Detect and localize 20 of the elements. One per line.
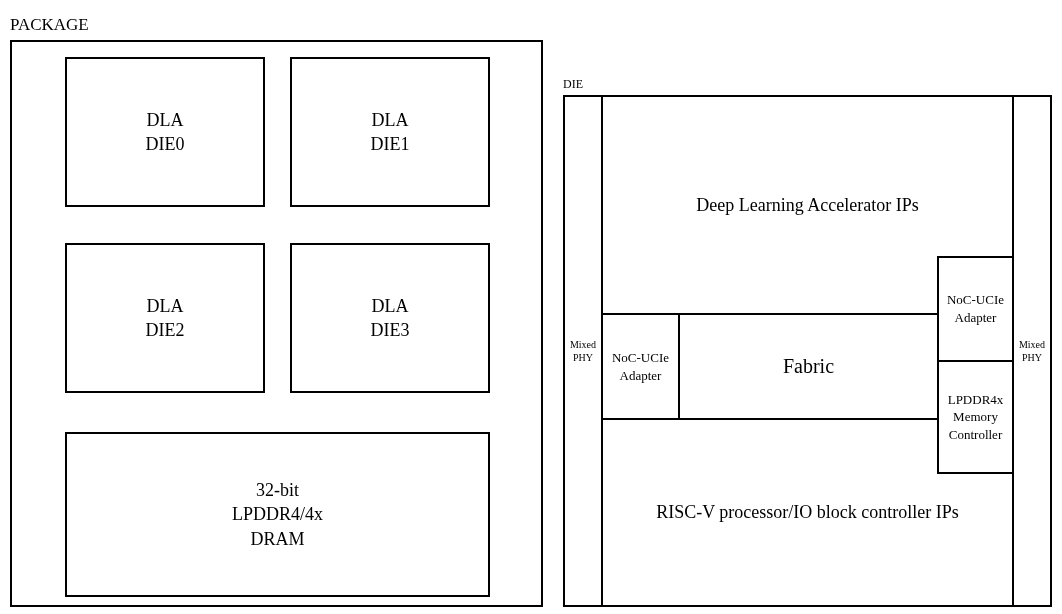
block-label: DLA DIE2: [144, 294, 186, 342]
block-label: NoC-UCIe Adapter: [945, 291, 1005, 327]
memory-block: [65, 432, 490, 597]
box-heading: PACKAGE: [10, 15, 89, 36]
block-label: NoC-UCIe Adapter: [610, 348, 670, 385]
box-heading: DIE: [563, 76, 583, 92]
block-label: RISC-V processor/IO block controller IPs: [656, 501, 959, 525]
block-label: DLA DIE0: [144, 108, 186, 156]
die-block: [290, 243, 490, 393]
die-block: [290, 57, 490, 207]
die-block: [65, 243, 265, 393]
block-label: 32-bit LPDDR4/4x DRAM: [231, 479, 324, 551]
block-label: DLA DIE3: [369, 294, 411, 342]
die-block: [65, 57, 265, 207]
block-label: DLA DIE1: [369, 108, 411, 156]
block-label: Mixed PHY: [1017, 337, 1047, 365]
block-label: LPDDR4x Memory Controller: [946, 390, 1005, 444]
block-label: Deep Learning Accelerator IPs: [696, 193, 919, 217]
block-label: Mixed PHY: [568, 337, 598, 365]
block-label: Fabric: [782, 354, 835, 379]
